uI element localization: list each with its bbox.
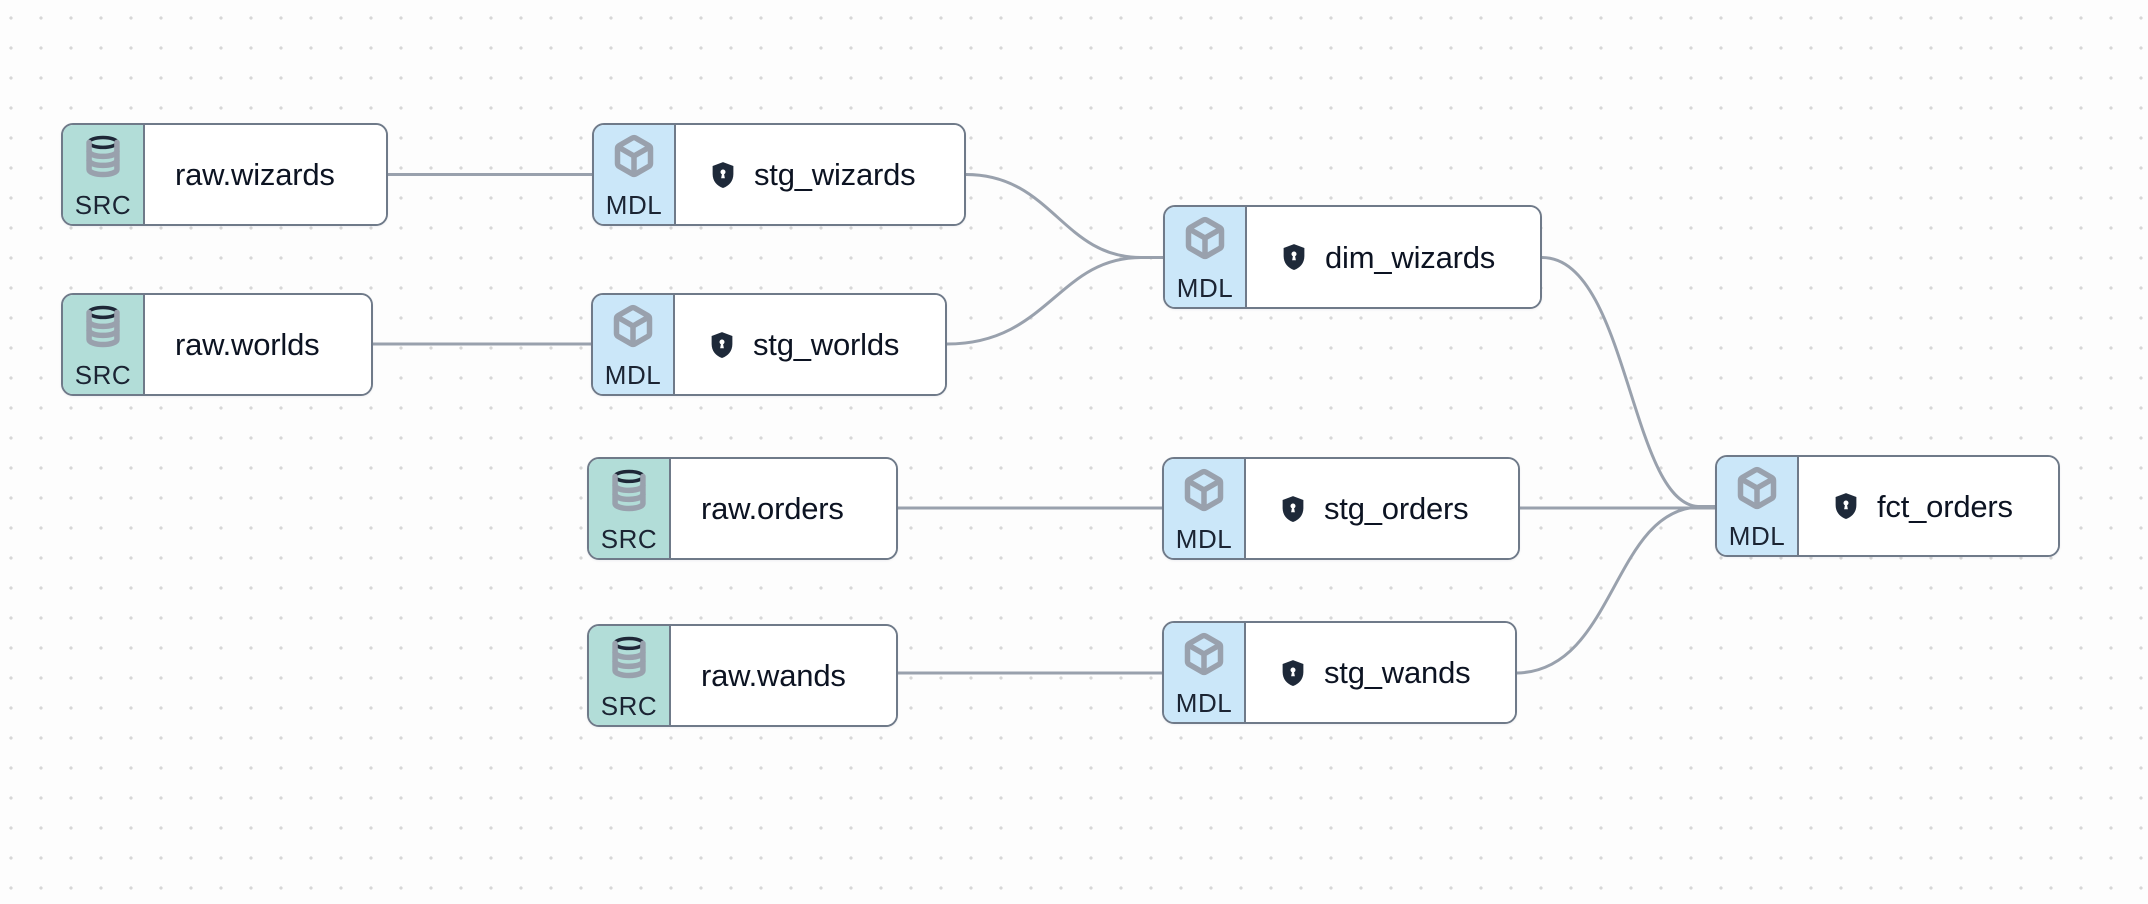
shield-lock-icon: [711, 331, 733, 358]
shield-lock-icon: [1835, 493, 1857, 519]
node-type-label: MDL: [1176, 273, 1234, 303]
node-label: stg_worlds: [753, 327, 900, 362]
node-body: fct_orders: [1799, 457, 2058, 555]
node-type-panel: MDL: [1164, 623, 1246, 722]
database-icon: [607, 635, 651, 679]
node-label: raw.orders: [701, 491, 844, 526]
node-fct-orders[interactable]: MDL fct_orders: [1715, 455, 2060, 557]
shield-lock-icon: [712, 161, 734, 188]
node-body: raw.worlds: [145, 295, 371, 394]
shield-lock-icon: [1282, 659, 1304, 686]
node-label: stg_orders: [1324, 491, 1469, 526]
node-label: fct_orders: [1877, 488, 2013, 524]
edge-stg-wizards-dim-wizards: [964, 173, 1165, 259]
node-raw-worlds[interactable]: SRC raw.worlds: [61, 293, 373, 396]
node-stg-orders[interactable]: MDL stg_orders: [1162, 457, 1520, 560]
cube-icon: [1182, 632, 1226, 676]
node-label: raw.wands: [701, 658, 846, 693]
node-body: stg_wands: [1246, 623, 1515, 722]
node-body: stg_wizards: [676, 125, 964, 224]
node-type-panel: SRC: [589, 626, 671, 725]
node-type-label: SRC: [74, 190, 132, 220]
cube-icon: [1735, 466, 1779, 510]
node-type-label: MDL: [604, 360, 662, 390]
node-type-panel: MDL: [594, 125, 676, 224]
edge-stg-wands-fct-orders: [1515, 505, 1717, 675]
node-label: dim_wizards: [1325, 239, 1496, 275]
node-stg-wizards[interactable]: MDL stg_wizards: [592, 123, 966, 226]
node-label: stg_wizards: [754, 157, 916, 192]
cube-icon: [1183, 216, 1227, 260]
node-body: raw.wizards: [145, 125, 386, 224]
node-type-label: SRC: [600, 691, 658, 721]
node-raw-wizards[interactable]: SRC raw.wizards: [61, 123, 388, 226]
database-icon: [607, 468, 651, 512]
node-type-panel: MDL: [593, 295, 675, 394]
node-raw-orders[interactable]: SRC raw.orders: [587, 457, 898, 560]
node-type-panel: MDL: [1164, 459, 1246, 558]
cube-icon: [612, 134, 656, 178]
node-body: raw.orders: [671, 459, 896, 558]
node-type-label: MDL: [1175, 524, 1233, 554]
node-stg-worlds[interactable]: MDL stg_worlds: [591, 293, 947, 396]
node-type-panel: MDL: [1165, 207, 1247, 307]
node-label: raw.worlds: [175, 327, 320, 362]
edge-stg-worlds-dim-wizards: [945, 256, 1165, 346]
cube-icon: [611, 304, 655, 348]
edge-dim-wizards-fct-orders: [1540, 256, 1717, 508]
shield-lock-icon: [1282, 495, 1304, 522]
node-type-label: MDL: [605, 190, 663, 220]
cube-icon: [1182, 468, 1226, 512]
node-dim-wizards[interactable]: MDL dim_wizards: [1163, 205, 1542, 309]
node-type-label: MDL: [1728, 521, 1786, 551]
node-raw-wands[interactable]: SRC raw.wands: [587, 624, 898, 727]
node-body: stg_orders: [1246, 459, 1518, 558]
node-body: stg_worlds: [675, 295, 945, 394]
node-type-label: MDL: [1175, 688, 1233, 718]
node-type-panel: SRC: [589, 459, 671, 558]
node-body: raw.wands: [671, 626, 896, 725]
node-stg-wands[interactable]: MDL stg_wands: [1162, 621, 1517, 724]
shield-lock-icon: [1283, 244, 1305, 270]
node-type-label: SRC: [74, 360, 132, 390]
node-label: raw.wizards: [175, 157, 335, 192]
node-label: stg_wands: [1324, 655, 1471, 690]
database-icon: [81, 304, 125, 348]
node-type-label: SRC: [600, 524, 658, 554]
node-body: dim_wizards: [1247, 207, 1540, 307]
node-type-panel: SRC: [63, 125, 145, 224]
database-icon: [81, 134, 125, 178]
node-type-panel: SRC: [63, 295, 145, 394]
node-type-panel: MDL: [1717, 457, 1799, 555]
